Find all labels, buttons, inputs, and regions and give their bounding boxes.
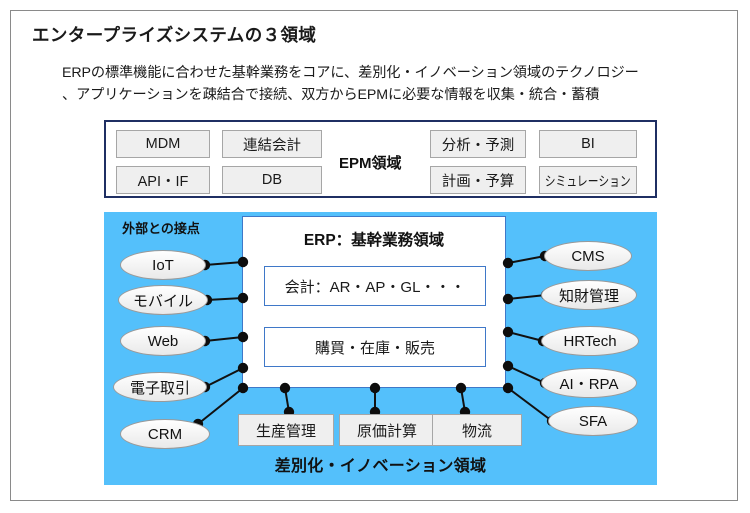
node-iot[interactable]: IoT (120, 250, 206, 280)
epm-box-api-if[interactable]: API・IF (116, 166, 210, 194)
node-seisan-kanri-label: 生産管理 (255, 422, 316, 440)
node-web-label: Web (147, 332, 179, 350)
node-cms[interactable]: CMS (544, 241, 632, 271)
node-hrtech[interactable]: HRTech (541, 326, 639, 356)
epm-box-db-label: DB (261, 172, 283, 188)
node-butsuryu[interactable]: 物流 (432, 414, 522, 446)
node-crm-label: CRM (147, 425, 183, 443)
epm-box-bunseki-yosoku[interactable]: 分析・予測 (430, 130, 526, 158)
epm-box-simulation[interactable]: シミュレーション (539, 166, 637, 194)
page-subtitle: ERPの標準機能に合わせた基幹業務をコアに、差別化・イノベーション領域のテクノロ… (62, 62, 712, 106)
subtitle-line-1: ERPの標準機能に合わせた基幹業務をコアに、差別化・イノベーション領域のテクノロ… (62, 65, 639, 81)
node-ai-rpa[interactable]: AI・RPA (541, 368, 637, 398)
epm-box-mdm[interactable]: MDM (116, 130, 210, 158)
differentiation-area-caption: 差別化・イノベーション領域 (274, 458, 487, 475)
node-hrtech-label: HRTech (563, 332, 617, 350)
node-genka-keisan-label: 原価計算 (356, 422, 417, 440)
node-ai-rpa-label: AI・RPA (559, 375, 619, 393)
epm-area-label: EPM領域 (339, 155, 402, 172)
epm-box-mdm-label: MDM (145, 136, 181, 152)
node-mobile-label: モバイル (132, 292, 193, 310)
epm-box-keikaku-yosan[interactable]: 計画・予算 (430, 166, 526, 194)
epm-box-keikaku-yosan-label: 計画・予算 (441, 173, 515, 190)
node-cms-label: CMS (571, 247, 605, 265)
epm-box-bunseki-yosoku-label: 分析・予測 (441, 137, 515, 154)
node-mobile[interactable]: モバイル (118, 285, 208, 315)
node-crm[interactable]: CRM (120, 419, 210, 449)
erp-inner-box-accounting-label: 会計：AR・AP・GL・・・ (284, 278, 466, 296)
node-chizai-kanri[interactable]: 知財管理 (541, 280, 637, 310)
erp-inner-box-procurement-label: 購買・在庫・販売 (314, 339, 435, 357)
erp-inner-box-procurement[interactable]: 購買・在庫・販売 (264, 327, 486, 367)
erp-inner-box-accounting[interactable]: 会計：AR・AP・GL・・・ (264, 266, 486, 306)
node-web[interactable]: Web (120, 326, 206, 356)
node-chizai-kanri-label: 知財管理 (558, 287, 619, 305)
epm-box-simulation-label: シミュレーション (545, 174, 631, 189)
node-sfa[interactable]: SFA (548, 406, 638, 436)
epm-box-api-if-label: API・IF (137, 173, 189, 190)
node-denshi-torihiki[interactable]: 電子取引 (113, 372, 207, 402)
epm-box-renketsu-kaikei[interactable]: 連結会計 (222, 130, 322, 158)
erp-area-title: ERP：基幹業務領域 (303, 232, 445, 249)
subtitle-line-2: 、アプリケーションを疎結合で接続、双方からEPMに必要な情報を収集・統合・蓄積 (62, 87, 600, 103)
external-touchpoints-label: 外部との接点 (122, 221, 200, 236)
epm-box-renketsu-kaikei-label: 連結会計 (243, 137, 301, 154)
node-butsuryu-label: 物流 (461, 422, 492, 440)
epm-box-db[interactable]: DB (222, 166, 322, 194)
node-seisan-kanri[interactable]: 生産管理 (238, 414, 334, 446)
node-genka-keisan[interactable]: 原価計算 (339, 414, 435, 446)
node-denshi-torihiki-label: 電子取引 (129, 379, 190, 397)
node-iot-label: IoT (152, 256, 174, 274)
node-sfa-label: SFA (578, 412, 608, 430)
epm-box-bi-label: BI (581, 136, 595, 152)
epm-box-bi[interactable]: BI (539, 130, 637, 158)
page-title: エンタープライズシステムの３領域 (32, 25, 317, 45)
